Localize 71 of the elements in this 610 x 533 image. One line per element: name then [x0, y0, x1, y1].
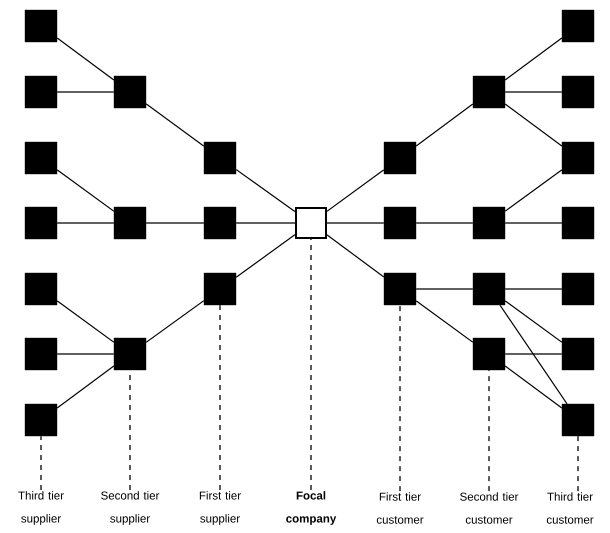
tier-label: Focal company — [286, 491, 336, 525]
company-box — [114, 76, 146, 108]
leader-line — [40, 436, 42, 490]
connector-line — [505, 288, 562, 290]
connector-line — [416, 300, 474, 343]
connector-line — [146, 103, 204, 147]
company-box — [472, 338, 506, 370]
tier-label: First tier supplier — [200, 491, 241, 525]
connector-line — [56, 38, 114, 80]
company-box — [384, 206, 416, 240]
tier-label: Third tier supplier — [18, 491, 64, 525]
connector-line — [146, 222, 204, 224]
connector-line — [416, 104, 474, 146]
company-box — [384, 272, 416, 306]
company-box — [204, 272, 236, 306]
connector-line — [56, 169, 114, 212]
connector-line — [416, 288, 473, 290]
company-box — [562, 206, 594, 240]
connector-line — [146, 300, 204, 343]
company-box — [472, 206, 506, 240]
connector-line — [326, 234, 384, 278]
company-box — [114, 338, 146, 370]
tier-label: Second tier customer — [460, 492, 518, 524]
connector-line — [500, 304, 568, 404]
company-box — [24, 206, 58, 240]
tier-label: First tier customer — [376, 492, 424, 524]
company-box — [472, 76, 506, 108]
company-box — [24, 338, 58, 370]
company-box — [472, 272, 506, 306]
connector-line — [56, 366, 114, 408]
company-box — [24, 272, 58, 306]
connector-line — [236, 169, 296, 212]
company-box — [114, 206, 146, 240]
company-box — [204, 206, 236, 240]
company-box — [562, 338, 594, 370]
tier-label: Second tier supplier — [101, 491, 160, 525]
connector-line — [504, 38, 562, 80]
company-box — [24, 10, 58, 42]
connector-line — [504, 366, 562, 408]
connector-line — [326, 169, 384, 212]
leader-line — [399, 305, 401, 492]
company-box — [562, 76, 594, 108]
tier-label: Third tier customer — [546, 492, 594, 524]
company-box — [384, 142, 416, 174]
company-box — [562, 272, 594, 306]
company-box — [24, 404, 58, 436]
connector-line — [327, 222, 384, 224]
company-box — [562, 10, 594, 42]
company-box — [24, 76, 58, 108]
connector-line — [416, 222, 473, 224]
company-box — [562, 142, 594, 174]
connector-line — [504, 300, 562, 343]
connector-line — [57, 353, 114, 355]
leader-line — [488, 370, 490, 492]
connector-line — [57, 91, 114, 93]
company-box — [562, 404, 594, 436]
focal-company-box — [295, 207, 327, 239]
connector-line — [236, 234, 296, 278]
connector-line — [505, 353, 562, 355]
company-box — [24, 142, 58, 174]
connector-line — [504, 104, 562, 146]
connector-line — [505, 91, 562, 93]
connector-line — [505, 222, 562, 224]
leader-line — [219, 305, 221, 490]
company-box — [204, 142, 236, 174]
connector-line — [236, 222, 295, 224]
connector-line — [504, 169, 562, 212]
leader-line — [577, 436, 579, 492]
connector-line — [57, 222, 114, 224]
leader-line — [310, 239, 312, 490]
connector-line — [56, 300, 114, 343]
